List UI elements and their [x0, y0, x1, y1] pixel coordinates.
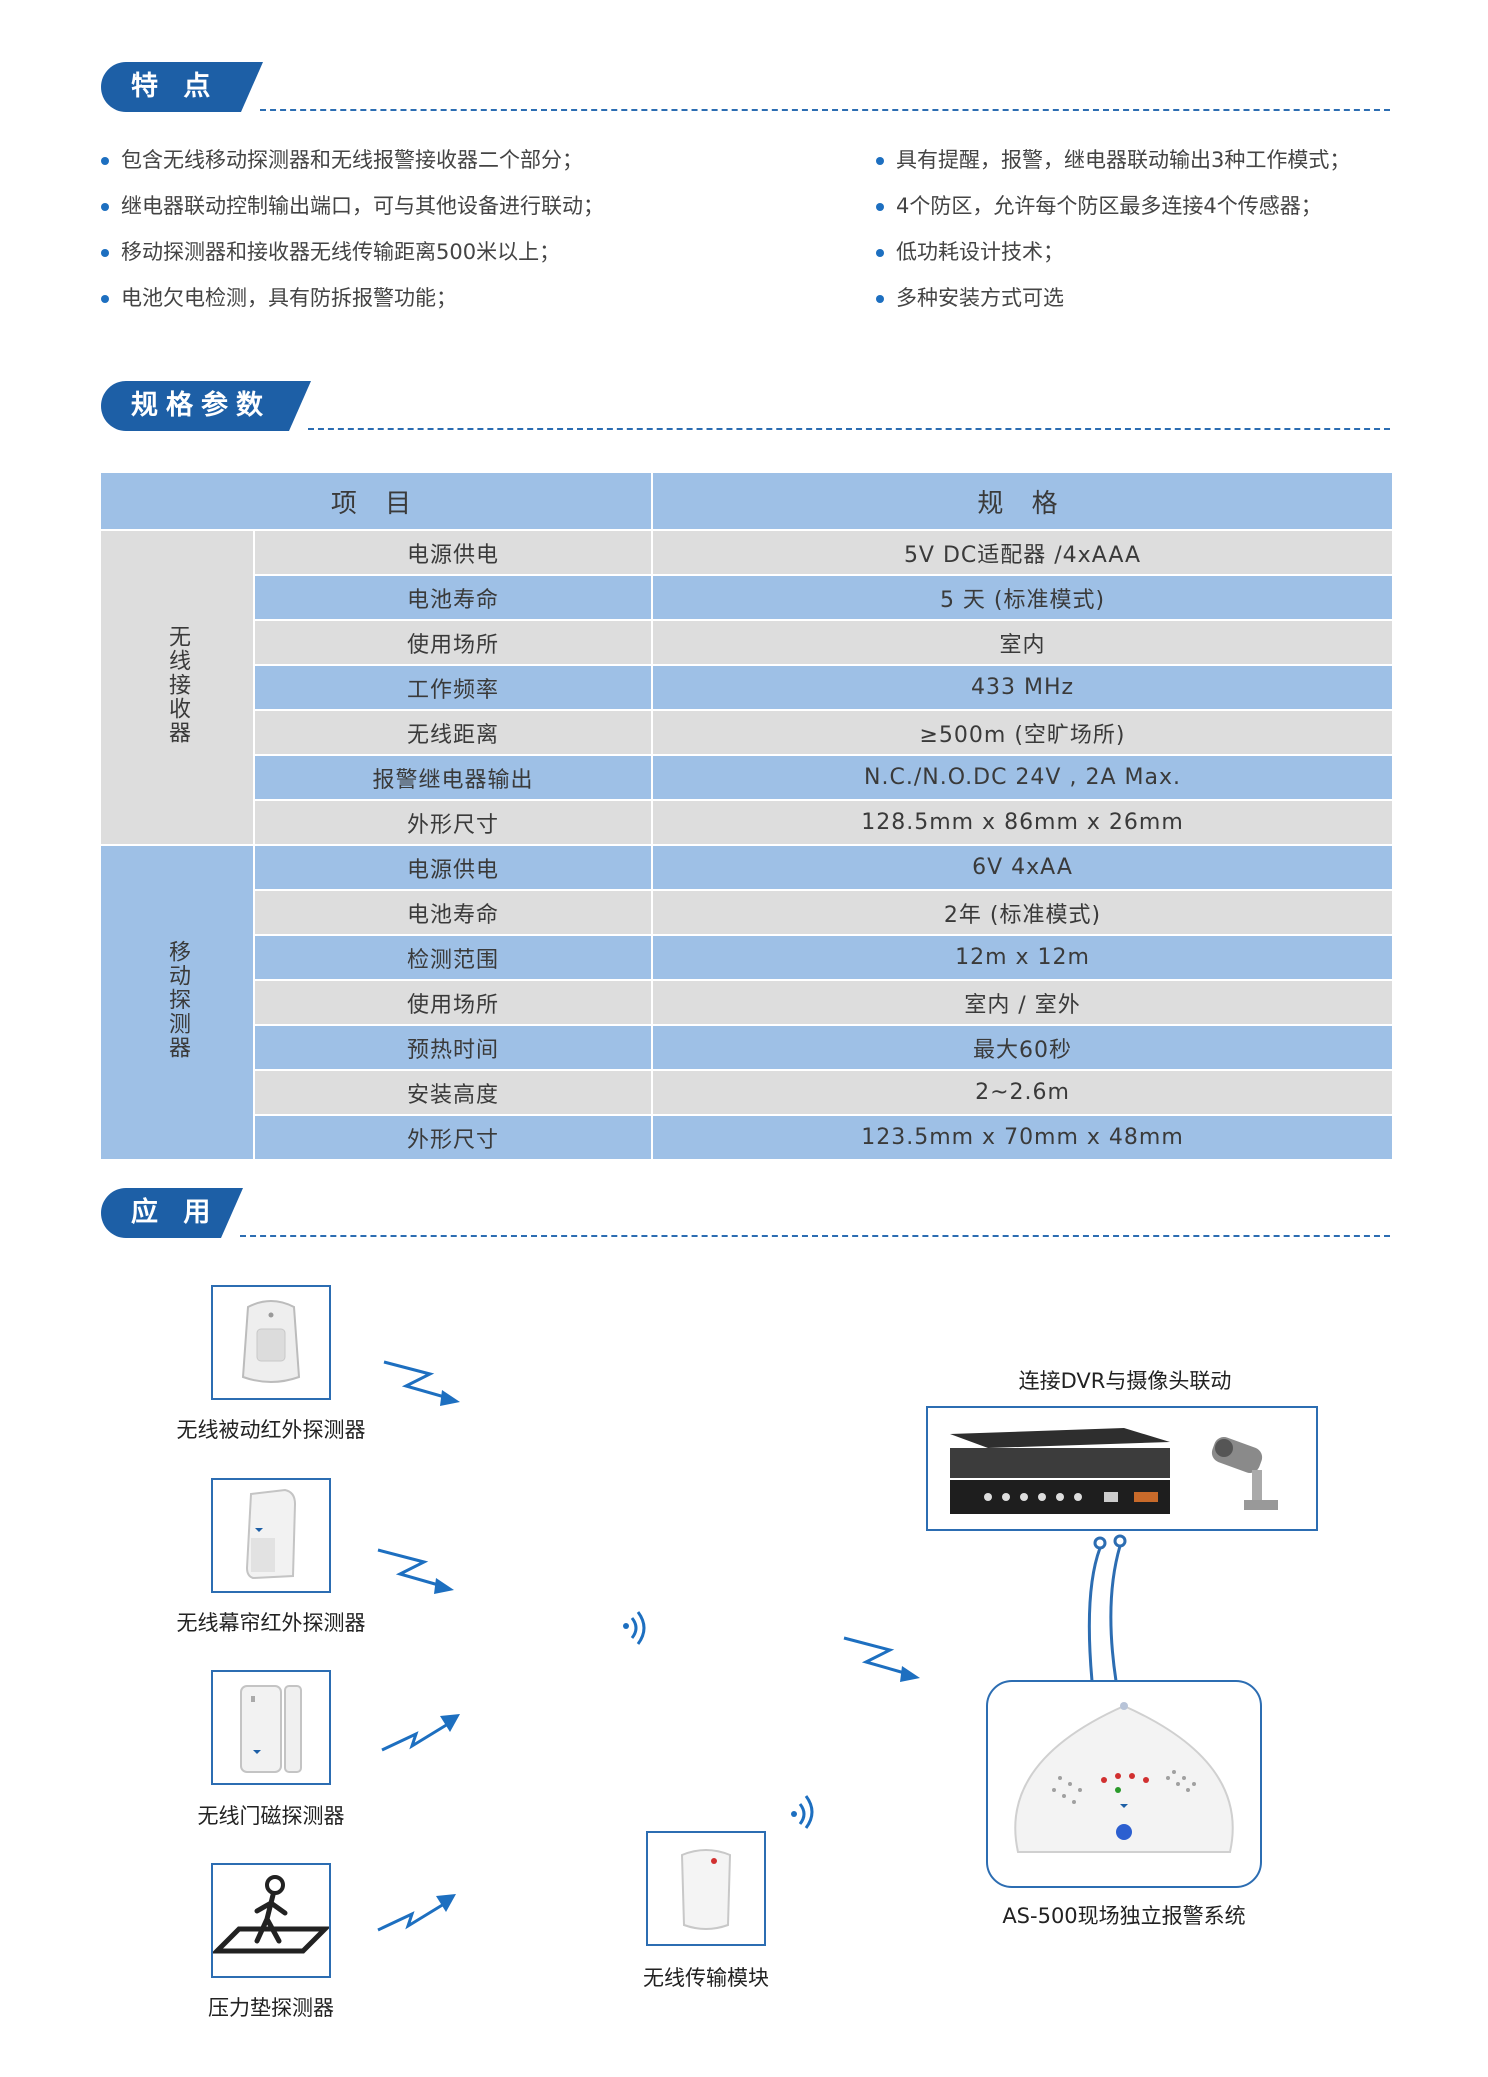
alarm-receiver-icon [1014, 1702, 1234, 1853]
feature-item: 4个防区，允许每个防区最多连接4个传感器； [876, 188, 1350, 234]
feature-item: 具有提醒，报警，继电器联动输出3种工作模式； [876, 142, 1350, 188]
radio-signal-icon [791, 1795, 814, 1829]
transmission-module-icon [680, 1849, 732, 1930]
table-header-item: 项 目 [101, 473, 654, 531]
feature-item: 移动探测器和接收器无线传输距离500米以上； [101, 234, 604, 280]
table-cell-value: 室内 / 室外 [652, 980, 1395, 1026]
dvr-camera-box [926, 1406, 1318, 1531]
table-cell-value: 室内 [652, 620, 1395, 666]
mat-detector-image [210, 1863, 332, 1978]
antenna-wires [1087, 1534, 1127, 1681]
door-detector-image [211, 1670, 331, 1785]
curtain-detector-image [211, 1478, 331, 1593]
alarm-system-box [986, 1680, 1262, 1888]
feature-item: 电池欠电检测，具有防拆报警功能； [101, 280, 604, 326]
spec-table: 项 目 规 格 无线接收器 电源供电 5V DC适配器 /4xAAA 电池寿命 … [101, 473, 1395, 1161]
wireless-signal-arrow [381, 1714, 460, 1752]
radio-signal-icon [623, 1611, 646, 1645]
table-cell-value: 5V DC适配器 /4xAAA [652, 530, 1395, 576]
feature-item: 多种安装方式可选 [876, 280, 1350, 326]
table-cell-value: 最大60秒 [652, 1025, 1395, 1071]
section-title-text: 应 用 [131, 1197, 219, 1228]
section-divider [260, 109, 1390, 111]
section-divider [240, 1235, 1390, 1237]
table-cell-key: 安装高度 [254, 1070, 654, 1116]
group-label: 无线接收器 [165, 624, 190, 745]
pir-detector-icon [241, 1300, 301, 1383]
table-cell-key: 无线距离 [254, 710, 654, 756]
section-title-text: 特 点 [131, 71, 219, 102]
table-cell-key: 使用场所 [254, 620, 654, 666]
feature-item: 继电器联动控制输出端口，可与其他设备进行联动； [101, 188, 604, 234]
section-title-application: 应 用 [101, 1188, 243, 1238]
curtain-detector-label: 无线幕帘红外探测器 [176, 1611, 366, 1635]
door-detector-icon [240, 1685, 302, 1773]
dvr-label: 连接DVR与摄像头联动 [1018, 1369, 1232, 1393]
section-title-specs: 规格参数 [101, 381, 311, 431]
module-image [646, 1831, 766, 1946]
table-cell-value: 6V 4xAA [652, 845, 1395, 891]
table-cell-value: 12m x 12m [652, 935, 1395, 981]
wireless-signal-arrow [383, 1360, 460, 1406]
table-cell-value: 2年 (标准模式) [652, 890, 1395, 936]
table-cell-key: 预热时间 [254, 1025, 654, 1071]
table-cell-key: 电池寿命 [254, 890, 654, 936]
table-cell-key: 使用场所 [254, 980, 654, 1026]
table-cell-key: 外形尺寸 [254, 800, 654, 846]
pressure-mat-icon [210, 1875, 332, 1954]
section-title-features: 特 点 [101, 62, 263, 112]
module-label: 无线传输模块 [643, 1966, 769, 1990]
table-cell-key: 外形尺寸 [254, 1115, 654, 1161]
table-header-spec: 规 格 [652, 473, 1395, 531]
table-cell-value: 5 天 (标准模式) [652, 575, 1395, 621]
table-cell-value: 123.5mm x 70mm x 48mm [652, 1115, 1395, 1161]
wireless-signal-arrow [377, 1894, 456, 1932]
table-cell-value: 128.5mm x 86mm x 26mm [652, 800, 1395, 846]
section-title-text: 规格参数 [131, 390, 271, 421]
table-cell-value: N.C./N.O.DC 24V , 2A Max. [652, 755, 1395, 801]
table-cell-key: 检测范围 [254, 935, 654, 981]
group-label: 移动探测器 [165, 939, 190, 1060]
table-cell-key: 报警继电器输出 [254, 755, 654, 801]
group-receiver: 无线接收器 [101, 530, 255, 846]
feature-item: 低功耗设计技术； [876, 234, 1350, 280]
features-right: 具有提醒，报警，继电器联动输出3种工作模式； 4个防区，允许每个防区最多连接4个… [876, 142, 1350, 326]
door-detector-label: 无线门磁探测器 [197, 1804, 345, 1828]
group-detector: 移动探测器 [101, 845, 255, 1161]
wireless-signal-arrow [377, 1548, 454, 1594]
feature-item: 包含无线移动探测器和无线报警接收器二个部分； [101, 142, 604, 188]
table-cell-key: 电池寿命 [254, 575, 654, 621]
pir-detector-image [211, 1285, 331, 1400]
wireless-signal-arrow [843, 1636, 920, 1682]
table-cell-value: 2~2.6m [652, 1070, 1395, 1116]
table-cell-value: 433 MHz [652, 665, 1395, 711]
alarm-system-label: AS-500现场独立报警系统 [1002, 1904, 1246, 1928]
table-cell-key: 工作频率 [254, 665, 654, 711]
pir-detector-label: 无线被动红外探测器 [176, 1418, 366, 1442]
dvr-camera-icon [950, 1428, 1278, 1514]
mat-detector-label: 压力垫探测器 [208, 1996, 334, 2020]
table-cell-key: 电源供电 [254, 530, 654, 576]
table-cell-key: 电源供电 [254, 845, 654, 891]
features-left: 包含无线移动探测器和无线报警接收器二个部分； 继电器联动控制输出端口，可与其他设… [101, 142, 604, 326]
curtain-detector-icon [245, 1488, 297, 1580]
section-divider [308, 428, 1390, 430]
table-cell-value: ≥500m (空旷场所) [652, 710, 1395, 756]
